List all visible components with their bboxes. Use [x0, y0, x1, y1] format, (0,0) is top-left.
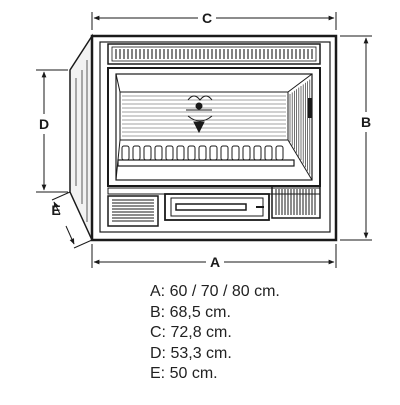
door-handle — [308, 98, 312, 118]
spec-row-d: D: 53,3 cm. — [150, 344, 280, 365]
dimension-e — [51, 191, 93, 249]
spec-letter: C: — [150, 324, 166, 341]
dimension-specs-list: A: 60 / 70 / 80 cm. B: 68,5 cm. C: 72,8 … — [150, 282, 280, 385]
log-grate — [117, 145, 295, 167]
firebox — [107, 67, 321, 187]
outer-frame — [90, 34, 338, 242]
spec-letter: A: — [150, 283, 166, 300]
dimension-b-label: B — [361, 114, 371, 130]
dimension-c — [91, 12, 337, 30]
dimension-d-label: D — [39, 116, 49, 132]
top-vent-grille — [107, 43, 321, 65]
dimension-c-label: C — [202, 10, 212, 26]
spec-value: 60 / 70 / 80 cm. — [169, 283, 280, 300]
spec-row-c: C: 72,8 cm. — [150, 323, 280, 344]
spec-row-b: B: 68,5 cm. — [150, 303, 280, 324]
fireback-emblem — [186, 95, 213, 134]
spec-value: 72,8 cm. — [170, 324, 232, 341]
dimension-e-label: E — [51, 202, 60, 218]
spec-letter: B: — [150, 303, 166, 321]
dimension-a-label: A — [210, 254, 220, 270]
spec-value: 68,5 cm. — [169, 303, 231, 321]
spec-letter: D: — [150, 344, 166, 362]
side-panel — [69, 33, 93, 241]
spec-value: 50 cm. — [169, 365, 218, 382]
spec-row-e: E: 50 cm. — [150, 364, 280, 385]
dimension-a — [91, 244, 337, 268]
spec-letter: E: — [150, 365, 166, 382]
bottom-left-vent — [107, 195, 159, 227]
bottom-right-vent — [271, 185, 321, 219]
dimension-b — [340, 35, 372, 241]
spec-value: 53,3 cm. — [170, 344, 232, 362]
spec-row-a: A: 60 / 70 / 80 cm. — [150, 282, 280, 303]
dimension-d — [36, 69, 68, 193]
